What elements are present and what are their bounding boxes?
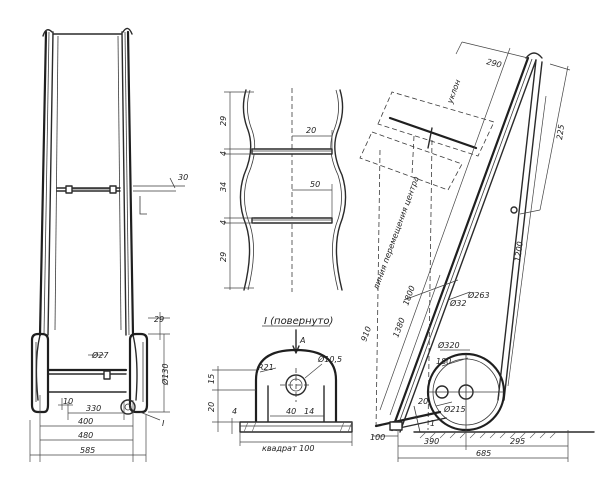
label-sec-29-top: 29	[219, 116, 228, 126]
label-910: 910	[359, 325, 373, 342]
label-mark-I-left: I	[162, 419, 165, 428]
label-20-view: 20	[207, 402, 216, 412]
label-330: 330	[86, 404, 101, 413]
view-I	[212, 325, 353, 446]
label-20-side: 20	[418, 397, 428, 406]
label-400: 400	[78, 417, 93, 426]
label-100-side: 100	[370, 433, 385, 442]
label-r21: R21	[258, 363, 274, 372]
label-290-top: 290	[486, 57, 503, 69]
label-kvadrat: квадрат 100	[262, 444, 314, 453]
label-50-section: 50	[310, 180, 320, 189]
label-225: 225	[555, 124, 566, 140]
label-sec-4-top: 4	[219, 151, 228, 156]
side-label-top: уклон	[445, 78, 462, 105]
front-view	[29, 27, 185, 462]
label-sec-4-bot: 4	[219, 220, 228, 225]
label-40: 40	[286, 407, 296, 416]
label-20-section: 20	[306, 126, 316, 135]
label-480: 480	[78, 431, 93, 440]
label-14: 14	[304, 407, 314, 416]
side-view	[359, 41, 595, 462]
label-390: 390	[424, 437, 439, 446]
label-phi32: Ø32	[449, 298, 466, 308]
label-phi215: Ø215	[443, 404, 466, 414]
label-phi10-5: Ø10,5	[317, 354, 342, 364]
view-title: I (повернуто)	[264, 316, 333, 327]
label-1380: 1380	[391, 316, 406, 338]
label-29-left: 29	[154, 315, 164, 324]
label-arrow-A: A	[299, 336, 305, 345]
label-585: 585	[80, 446, 95, 455]
label-1200: 1200	[513, 241, 525, 262]
section-detail	[224, 88, 347, 292]
label-10-left: 10	[63, 397, 73, 406]
label-phi320: Ø320	[437, 340, 460, 350]
label-295: 295	[510, 437, 525, 446]
label-sec-34: 34	[219, 182, 228, 192]
label-sec-29-bot: 29	[219, 252, 228, 262]
label-15: 15	[207, 374, 216, 384]
label-180: 180	[436, 357, 451, 366]
label-phi263: Ø263	[467, 290, 490, 300]
label-phi130-left: Ø130	[160, 363, 170, 386]
label-1-side: 1	[430, 419, 435, 428]
label-phi27: Ø27	[91, 350, 109, 360]
label-30-top: 30	[178, 173, 188, 182]
label-685: 685	[476, 449, 491, 458]
label-1800: 1800	[401, 284, 416, 306]
label-4-view: 4	[232, 407, 237, 416]
